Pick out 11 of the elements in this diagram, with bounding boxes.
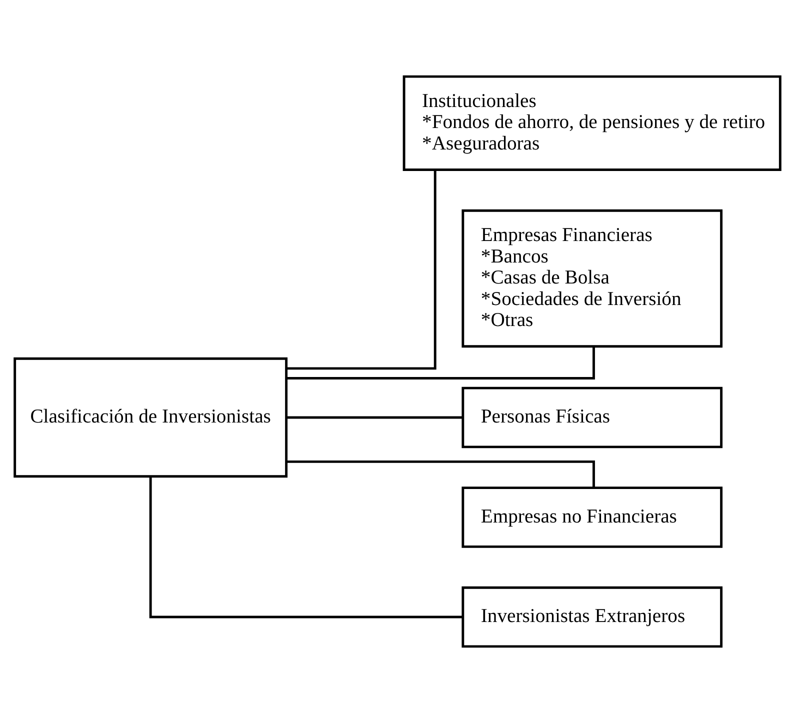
connector bbox=[286, 416, 463, 419]
node-box: Empresas no Financieras bbox=[462, 486, 723, 548]
node-box: Empresas Financieras *Bancos *Casas de Bolsa *Sociedades de Inversión *Otras bbox=[462, 209, 723, 348]
connector bbox=[149, 476, 463, 618]
connector bbox=[286, 346, 595, 380]
node-box: Institucionales *Fondos de ahorro, de pensiones y de retiro *Aseguradoras bbox=[402, 75, 782, 171]
node-box: Personas Físicas bbox=[462, 386, 723, 448]
connector bbox=[286, 170, 436, 370]
connector bbox=[286, 460, 595, 488]
node-box: Clasificación de Inversionistas bbox=[14, 357, 288, 478]
node-box: Inversionistas Extranjeros bbox=[462, 586, 723, 648]
